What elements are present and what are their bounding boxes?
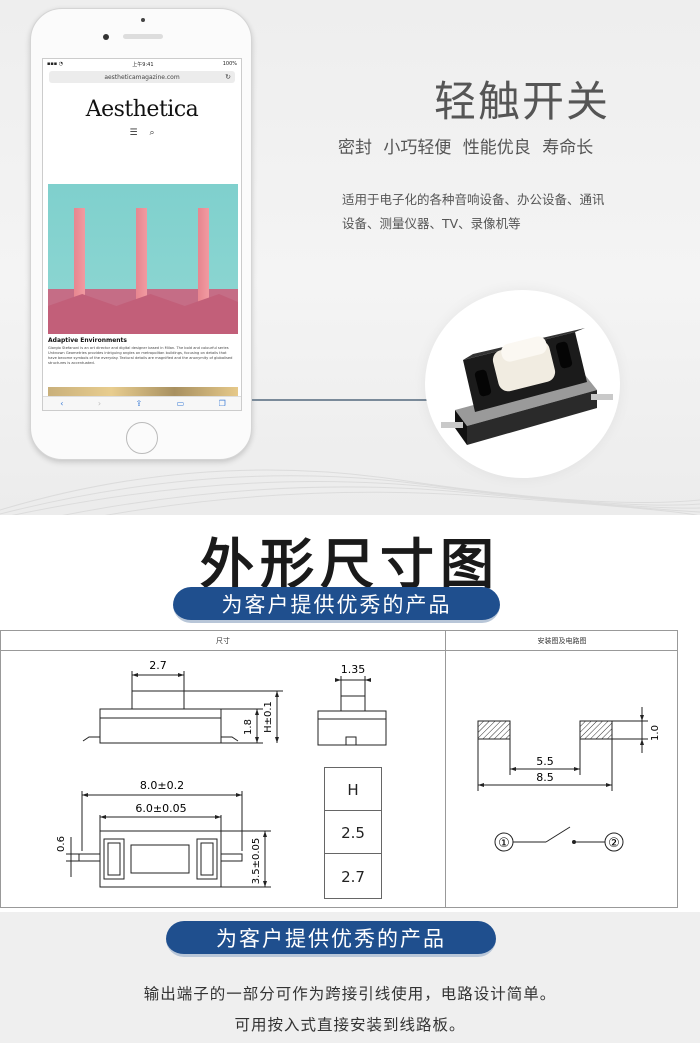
product-image-frame (425, 290, 620, 478)
col-size-header: 尺寸 (216, 637, 230, 645)
dim-side-h: H±0.1 (263, 701, 274, 733)
url-bar[interactable]: aestheticamagazine.com ↻ (49, 71, 235, 83)
dim-front-width: 1.35 (341, 663, 366, 676)
bookmarks-icon[interactable]: ▭ (176, 399, 185, 408)
circuit-pin-1: ① (498, 836, 510, 851)
dim-top-inner: 6.0±0.05 (135, 802, 186, 815)
dimensions-title: 外形尺寸图 (200, 533, 500, 596)
status-bar: ▪▪▪ ◔ 上午9:41 100% (43, 59, 241, 69)
back-icon[interactable]: ‹ (60, 399, 64, 408)
home-button[interactable] (126, 422, 158, 454)
status-time: 上午9:41 (132, 61, 154, 68)
url-text: aestheticamagazine.com (104, 73, 180, 81)
table-divider (445, 631, 446, 907)
dimension-table-header: 尺寸 安装图及电路图 (1, 631, 677, 651)
search-icon[interactable]: ⌕ (149, 128, 155, 138)
hero-banner: ▪▪▪ ◔ 上午9:41 100% aestheticamagazine.com… (0, 0, 700, 515)
size-drawings: 2.7 1.8 H±0.1 1.35 8.0±0.2 6.0±0.05 0.6 … (56, 659, 387, 888)
signal-icon: ▪▪▪ ◔ (47, 61, 64, 67)
phone-mockup: ▪▪▪ ◔ 上午9:41 100% aestheticamagazine.com… (30, 8, 252, 460)
phone-screen: ▪▪▪ ◔ 上午9:41 100% aestheticamagazine.com… (42, 58, 242, 411)
phone-speaker (123, 34, 163, 39)
application-description: 适用于电子化的各种音响设备、办公设备、通讯 设备、测量仪器、TV、录像机等 (342, 188, 642, 236)
dim-side-top-width: 2.7 (149, 659, 167, 672)
dimension-table: 尺寸 安装图及电路图 (0, 630, 678, 908)
tabs-icon[interactable]: ❐ (218, 399, 226, 408)
pad-right (579, 720, 613, 740)
reload-icon[interactable]: ↻ (225, 73, 231, 81)
factory-roof (48, 294, 238, 334)
decorative-waves (0, 469, 700, 515)
tact-switch-image (441, 328, 613, 445)
site-title: Aesthetica (85, 97, 199, 122)
connector-line (252, 399, 432, 401)
desc-line-1: 适用于电子化的各种音响设备、办公设备、通讯 (342, 192, 605, 207)
page-title: 轻触开关 (434, 77, 611, 126)
footer-pill-banner: 为客户提供优秀的产品 (166, 921, 496, 957)
chimney-right (198, 208, 209, 304)
hero-photo (48, 184, 238, 334)
forward-icon[interactable]: › (97, 399, 102, 408)
chimney-middle (136, 208, 147, 304)
col-install-header: 安装图及电路图 (537, 637, 587, 645)
dim-side-height: 1.8 (243, 719, 254, 735)
status-battery: 100% (222, 61, 237, 67)
dim-top-lead: 0.6 (56, 836, 67, 852)
menu-icon[interactable]: ☰ (129, 128, 138, 138)
h-table-value-2: 2.7 (324, 853, 382, 899)
dim-top-depth: 3.5±0.05 (251, 838, 262, 885)
dim-pad-inner: 5.5 (536, 755, 554, 768)
site-nav: ☰ ⌕ (43, 128, 241, 138)
dim-pad-height: 1.0 (650, 725, 661, 741)
article-body: Giorgio Stefanoni is an art director and… (48, 346, 233, 365)
phone-sensor (141, 18, 145, 22)
chimney-left (74, 208, 85, 304)
dim-pad-outer: 8.5 (536, 771, 554, 784)
h-table-header: H (324, 767, 382, 811)
article-title[interactable]: Adaptive Environments (48, 337, 127, 344)
h-table-value-1: 2.5 (324, 810, 382, 854)
dimensions-pill-banner: 为客户提供优秀的产品 (173, 587, 500, 623)
footer-line-2: 可用按入式直接安装到线路板。 (234, 1016, 466, 1034)
share-icon[interactable]: ⇪ (135, 399, 143, 408)
pad-left (477, 720, 511, 740)
circuit-pin-2: ② (608, 836, 620, 851)
feature-footer: 为客户提供优秀的产品 输出端子的一部分可作为跨接引线使用，电路设计简单。 可用按… (0, 912, 700, 1043)
phone-camera (103, 34, 109, 40)
desc-line-2: 设备、测量仪器、TV、录像机等 (342, 216, 521, 231)
install-circuit-drawings: 5.5 8.5 1.0 ① ② (477, 707, 661, 852)
feature-subtitle: 密封 小巧轻便 性能优良 寿命长 (338, 138, 594, 158)
browser-toolbar: ‹ › ⇪ ▭ ❐ (43, 396, 241, 410)
dim-top-outer: 8.0±0.2 (140, 779, 184, 792)
footer-line-1: 输出端子的一部分可作为跨接引线使用，电路设计简单。 (143, 985, 557, 1003)
